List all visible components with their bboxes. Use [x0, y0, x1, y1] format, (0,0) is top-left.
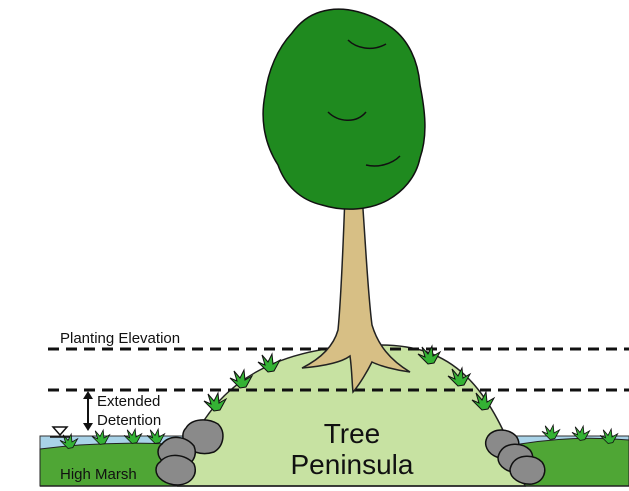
peninsula-label: Peninsula [291, 449, 414, 480]
high-marsh-label: High Marsh [60, 466, 137, 483]
tree-foliage [263, 9, 425, 209]
water-level-marker-icon [53, 427, 67, 435]
extended-label: Extended [97, 393, 160, 410]
detention-arrow-up-icon [83, 391, 93, 399]
detention-label: Detention [97, 412, 161, 429]
rock-icon [510, 456, 545, 484]
rock-icon [156, 455, 195, 485]
detention-arrow-down-icon [83, 423, 93, 431]
tree-label: Tree [324, 418, 381, 449]
tree-trunk [302, 195, 410, 392]
planting-elevation-label: Planting Elevation [60, 330, 180, 347]
